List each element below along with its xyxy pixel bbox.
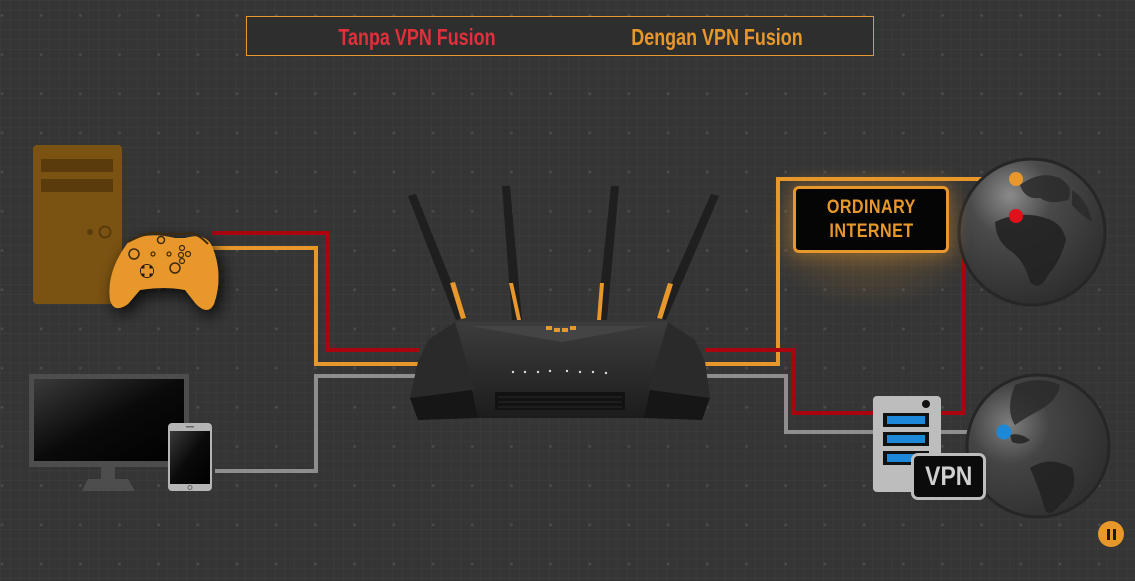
pause-icon [1106,528,1110,540]
game-controller-icon [109,232,219,310]
router-antennas [408,186,719,320]
globe-europe-africa-icon [957,157,1107,307]
ordinary-internet-line2: INTERNET [828,220,914,242]
pause-button[interactable] [1098,521,1124,547]
desktop-pc-icon [33,145,122,304]
globe-americas-icon [965,373,1111,519]
line-gray-left [215,374,420,473]
vpn-badge: VPN [911,453,986,500]
ordinary-internet-label: ORDINARY INTERNET [793,186,949,253]
red-endpoint-dot [1009,209,1023,223]
line-red-right-a [705,348,875,415]
orange-endpoint-dot [1009,172,1023,186]
tablet-icon [168,423,212,491]
router-status-leds [511,369,608,375]
ordinary-internet-line1: ORDINARY [826,196,916,218]
tab-without-vpn-fusion[interactable]: Tanpa VPN Fusion [338,24,496,50]
blue-endpoint-dot [996,424,1012,440]
line-red-left [212,231,420,352]
tab-with-vpn-fusion[interactable]: Dengan VPN Fusion [631,24,803,50]
monitor-icon [29,374,189,491]
line-orange-left [212,246,420,366]
router-icon [408,186,719,420]
router-logo [546,326,576,332]
vpn-badge-text: VPN [924,461,973,491]
mode-tab-bar: Tanpa VPN Fusion Dengan VPN Fusion [246,16,874,56]
line-gray-right [705,374,1004,434]
pause-icon-bar [1112,528,1116,540]
